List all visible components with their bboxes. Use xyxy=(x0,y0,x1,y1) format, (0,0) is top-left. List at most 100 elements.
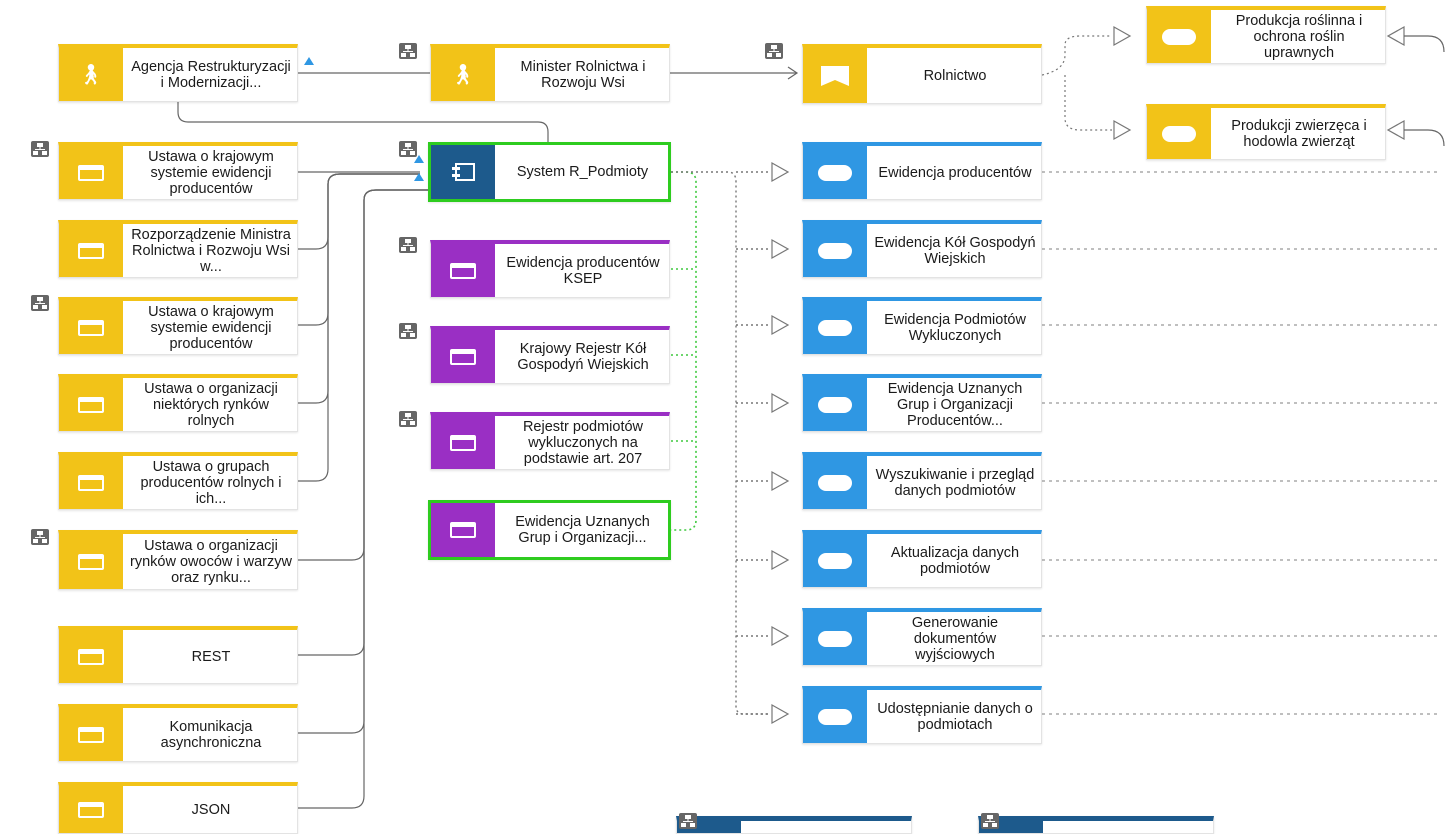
realization-arrowhead xyxy=(771,161,790,183)
anchor-triangle xyxy=(304,57,314,65)
node-krajowy-rejestr[interactable]: Krajowy Rejestr Kół Gospodyń Wiejskich xyxy=(430,326,670,384)
node-label: Produkcji zwierzęca i hodowla zwierząt xyxy=(1231,117,1367,150)
node-ustawa-owocow[interactable]: Ustawa o organizacji rynków owoców i war… xyxy=(58,530,298,590)
node-label: Ewidencja producentów xyxy=(878,164,1032,181)
node-ewidencja-ksep[interactable]: Ewidencja producentów KSEP xyxy=(430,240,670,298)
node-label: Wyszukiwanie i przegląd danych podmiotów xyxy=(875,466,1035,499)
anchor-triangle xyxy=(414,155,424,163)
hierarchy-icon[interactable] xyxy=(398,42,418,60)
node-label: Ewidencja Uznanych Grup i Organizacji Pr… xyxy=(887,380,1023,429)
person-icon: 🚶︎ xyxy=(431,48,495,101)
node-produkcja-zwierzeca[interactable]: Produkcji zwierzęca i hodowla zwierząt xyxy=(1146,104,1386,160)
node-minister[interactable]: 🚶︎ Minister Rolnictwa i Rozwoju Wsi xyxy=(430,44,670,102)
realization-arrowhead xyxy=(771,703,790,725)
connector-agencja-system xyxy=(177,102,549,142)
hierarchy-icon[interactable] xyxy=(398,236,418,254)
node-label: Ewidencja Uznanych Grup i Organizacji... xyxy=(515,514,650,546)
node-label: Ustawa o krajowym systemie ewidencji pro… xyxy=(148,148,274,197)
connector-edge xyxy=(1404,35,1445,53)
node-ustawa-organizacji-rynkow[interactable]: Ustawa o organizacji niektórych rynków r… xyxy=(58,374,298,432)
node-label: Produkcja roślinna i ochrona roślin upra… xyxy=(1235,12,1363,61)
node-bottom-2[interactable] xyxy=(978,816,1214,834)
document-icon xyxy=(431,416,495,469)
node-komunikacja[interactable]: Komunikacja asynchroniczna xyxy=(58,704,298,762)
document-icon xyxy=(59,630,123,683)
connector-doc-system xyxy=(298,189,428,809)
flag-icon xyxy=(803,48,867,103)
hierarchy-icon[interactable] xyxy=(398,410,418,428)
hierarchy-icon[interactable] xyxy=(30,528,50,546)
node-json[interactable]: JSON xyxy=(58,782,298,834)
node-ustawa-krajowy-2[interactable]: Ustawa o krajowym systemie ewidencji pro… xyxy=(58,297,298,355)
node-ewidencja-uznanych-grup[interactable]: Ewidencja Uznanych Grup i Organizacji... xyxy=(428,500,671,560)
realization-arrowhead xyxy=(771,470,790,492)
node-label: Rolnictwo xyxy=(923,67,987,84)
node-label: Generowanie dokumentów wyjściowych xyxy=(911,614,999,663)
document-icon xyxy=(59,146,123,199)
pill-icon xyxy=(1147,108,1211,159)
realization-arrowhead xyxy=(771,549,790,571)
node-svc-aktualizacja[interactable]: Aktualizacja danych podmiotów xyxy=(802,530,1042,588)
node-svc-ewidencja-uznanych[interactable]: Ewidencja Uznanych Grup i Organizacji Pr… xyxy=(802,374,1042,432)
node-ustawa-krajowy-1[interactable]: Ustawa o krajowym systemie ewidencji pro… xyxy=(58,142,298,200)
node-rest[interactable]: REST xyxy=(58,626,298,684)
pill-icon xyxy=(803,146,867,199)
document-icon xyxy=(431,244,495,297)
node-agencja[interactable]: 🚶︎ Agencja Restrukturyzacji i Modernizac… xyxy=(58,44,298,102)
node-system-r-podmioty[interactable]: System R_Podmioty xyxy=(428,142,671,202)
node-svc-generowanie[interactable]: Generowanie dokumentów wyjściowych xyxy=(802,608,1042,666)
document-icon xyxy=(59,301,123,354)
node-rozporzadzenie[interactable]: Rozporządzenie Ministra Rolnictwa i Rozw… xyxy=(58,220,298,278)
connector-system-data xyxy=(671,171,697,531)
realization-arrowhead xyxy=(771,392,790,414)
document-icon xyxy=(59,708,123,761)
hierarchy-icon[interactable] xyxy=(30,140,50,158)
hierarchy-icon[interactable] xyxy=(398,322,418,340)
hierarchy-icon[interactable] xyxy=(678,812,698,830)
node-label: Rozporządzenie Ministra Rolnictwa i Rozw… xyxy=(131,226,291,275)
node-label: Ewidencja producentów KSEP xyxy=(506,254,660,287)
node-svc-udostepnianie[interactable]: Udostępnianie danych o podmiotach xyxy=(802,686,1042,744)
pill-icon xyxy=(803,456,867,509)
node-svc-ewidencja-kol[interactable]: Ewidencja Kół Gospodyń Wiejskich xyxy=(802,220,1042,278)
hierarchy-icon[interactable] xyxy=(764,42,784,60)
node-label: Udostępnianie danych o podmiotach xyxy=(877,700,1033,733)
node-label: Ewidencja Kół Gospodyń Wiejskich xyxy=(874,234,1036,267)
document-icon xyxy=(59,786,123,833)
connector-system-services xyxy=(671,171,770,715)
node-label: Ustawa o organizacji rynków owoców i war… xyxy=(130,537,292,586)
node-label xyxy=(1049,821,1209,833)
node-rejestr-wykluczonych[interactable]: Rejestr podmiotów wykluczonych na podsta… xyxy=(430,412,670,470)
realization-arrowhead xyxy=(1386,25,1405,47)
pill-icon xyxy=(803,301,867,354)
pill-icon xyxy=(803,690,867,743)
connector-rolnictwo-produkcja xyxy=(1041,35,1112,76)
document-icon xyxy=(59,378,123,431)
component-icon xyxy=(431,145,495,199)
realization-arrowhead xyxy=(1386,119,1405,141)
node-label: JSON xyxy=(191,801,231,818)
document-icon xyxy=(59,456,123,509)
node-svc-ewidencja-producentow[interactable]: Ewidencja producentów xyxy=(802,142,1042,200)
node-label: Ustawa o grupach producentów rolnych i i… xyxy=(140,458,282,507)
node-svc-ewidencja-wykluczonych[interactable]: Ewidencja Podmiotów Wykluczonych xyxy=(802,297,1042,355)
node-rolnictwo[interactable]: Rolnictwo xyxy=(802,44,1042,104)
realization-arrowhead xyxy=(771,314,790,336)
realization-arrowhead xyxy=(771,625,790,647)
hierarchy-icon[interactable] xyxy=(30,294,50,312)
document-icon xyxy=(59,224,123,277)
pill-icon xyxy=(803,224,867,277)
pill-icon xyxy=(1147,10,1211,63)
node-ustawa-grupach[interactable]: Ustawa o grupach producentów rolnych i i… xyxy=(58,452,298,510)
hierarchy-icon[interactable] xyxy=(398,140,418,158)
node-produkcja-roslinna[interactable]: Produkcja roślinna i ochrona roślin upra… xyxy=(1146,6,1386,64)
connector-doc-system xyxy=(298,173,420,482)
node-svc-wyszukiwanie[interactable]: Wyszukiwanie i przegląd danych podmiotów xyxy=(802,452,1042,510)
pill-icon xyxy=(803,534,867,587)
document-icon xyxy=(431,330,495,383)
hierarchy-icon[interactable] xyxy=(980,812,1000,830)
node-bottom-1[interactable] xyxy=(676,816,912,834)
realization-arrowhead xyxy=(1113,25,1132,47)
node-label: Aktualizacja danych podmiotów xyxy=(890,544,1020,577)
